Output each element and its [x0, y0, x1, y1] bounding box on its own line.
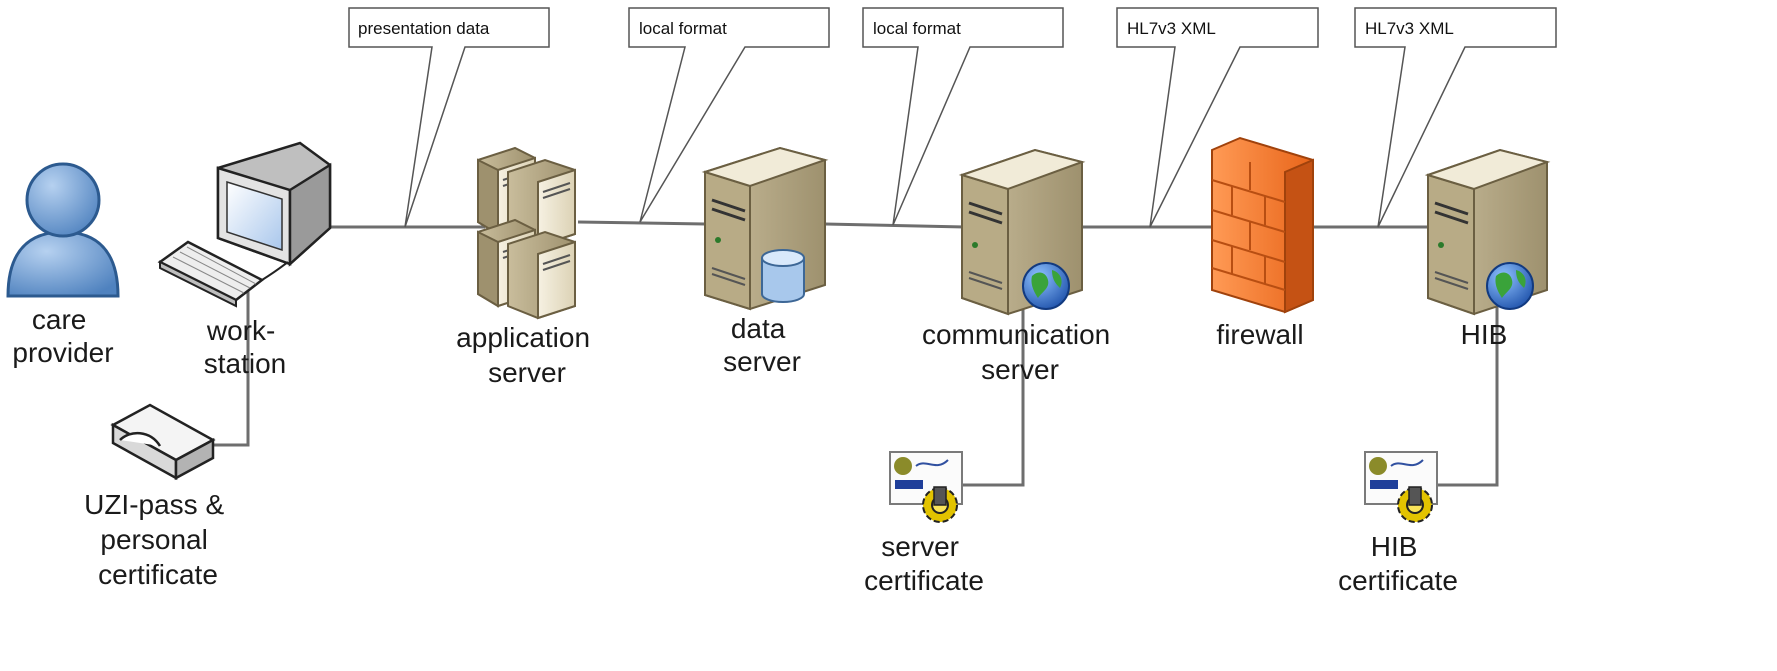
- callout-presentation-data: presentation data: [348, 7, 550, 228]
- care-provider-label: care provider: [12, 304, 113, 368]
- globe-icon: [1022, 262, 1070, 310]
- firewall-icon: [1211, 136, 1314, 314]
- hib-certificate-label: HIB certificate: [1338, 531, 1458, 596]
- application-server-label: application server: [456, 322, 598, 388]
- callout-local-format-2: local format: [862, 7, 1064, 226]
- workstation-label: work- station: [204, 315, 287, 379]
- server-certificate-label: server certificate: [864, 531, 984, 596]
- network-line: [330, 220, 1428, 229]
- callout-label: HL7v3 XML: [1127, 19, 1216, 38]
- database-icon: [761, 249, 805, 303]
- person-icon: [6, 162, 120, 298]
- callout-label: HL7v3 XML: [1365, 19, 1454, 38]
- workstation-icon: [157, 141, 332, 308]
- firewall-label: firewall: [1216, 319, 1303, 350]
- server-stack-icon: [477, 146, 576, 320]
- data-server-label: data server: [723, 313, 801, 377]
- gear-icon: [922, 486, 958, 523]
- callout-hl7v3-xml-2: HL7v3 XML: [1354, 7, 1557, 228]
- communication-server-label: communication server: [922, 319, 1118, 385]
- callout-local-format-1: local format: [628, 7, 830, 223]
- card-reader-icon: [110, 403, 216, 481]
- globe-icon: [1486, 262, 1534, 310]
- callout-label: local format: [873, 19, 961, 38]
- callout-label: local format: [639, 19, 727, 38]
- hib-label: HIB: [1461, 319, 1508, 350]
- database-server-icon: [701, 146, 829, 311]
- gear-icon: [1397, 486, 1433, 523]
- certificate-connectors: [212, 290, 1499, 487]
- callout-label: presentation data: [358, 19, 490, 38]
- callout-hl7v3-xml-1: HL7v3 XML: [1116, 7, 1319, 228]
- uzi-pass-label: UZI-pass & personal certificate: [84, 489, 232, 590]
